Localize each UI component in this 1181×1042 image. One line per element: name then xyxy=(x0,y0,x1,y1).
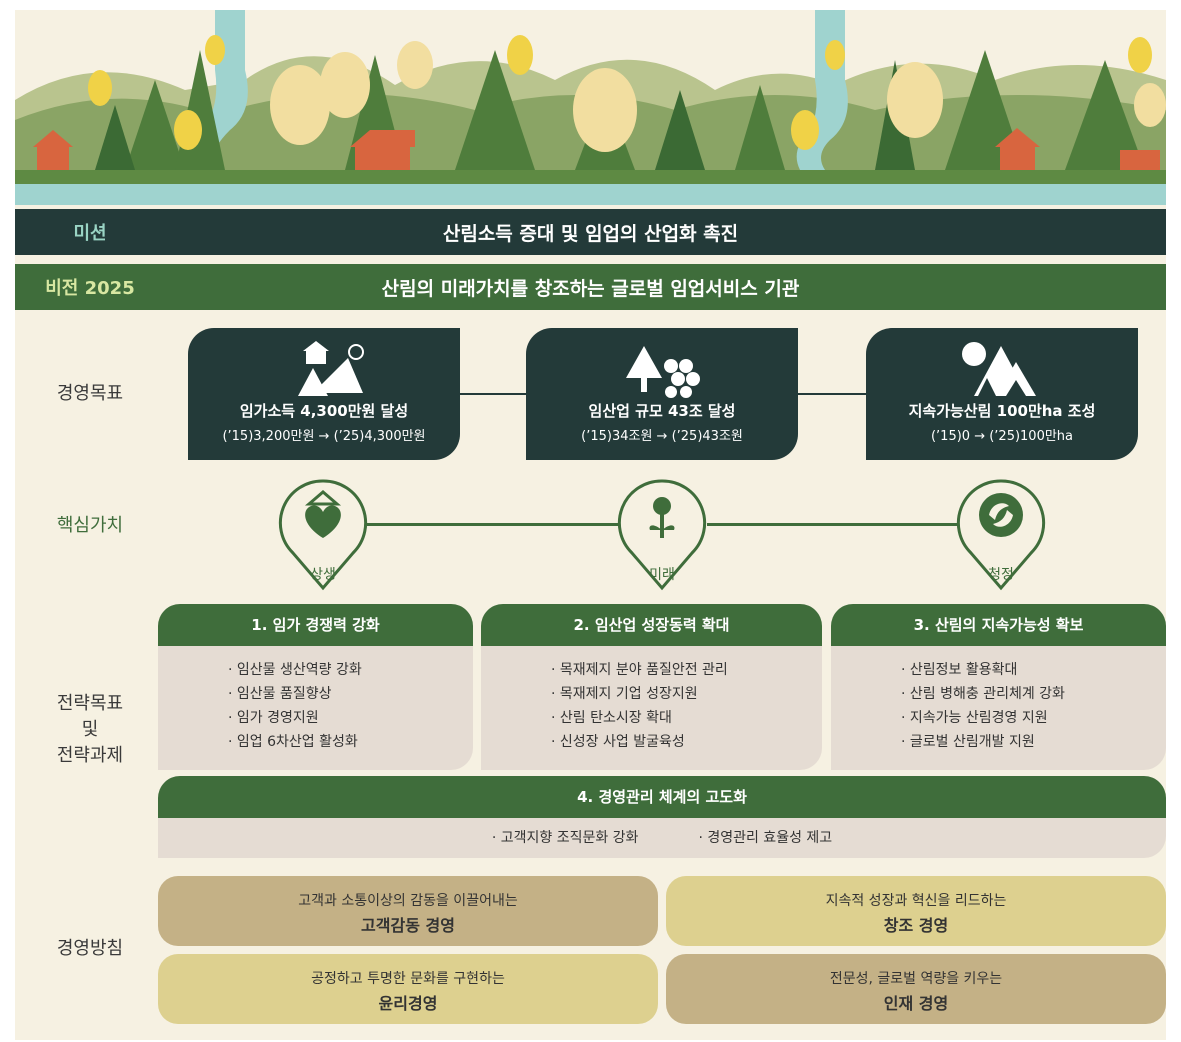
core-value-clean-label: 청정 xyxy=(988,567,1014,583)
core-value-connector-2 xyxy=(707,523,967,526)
strategy-1-item: · 임업 6차산업 활성화 xyxy=(228,734,358,750)
row-label-core-values: 핵심가치 xyxy=(56,515,124,536)
strategy-card-4: 4. 경영관리 체계의 고도화 · 고객지향 조직문화 강화 · 경영관리 효율… xyxy=(158,776,1166,858)
mission-bar: 미션 산림소득 증대 및 임업의 산업화 촉진 xyxy=(15,209,1166,255)
core-value-connector-1 xyxy=(367,523,627,526)
policy-talent-title: 인재 경영 xyxy=(883,994,949,1013)
vision-text: 산림의 미래가치를 창조하는 글로벌 임업서비스 기관 xyxy=(381,277,800,300)
core-value-coexistence: 상생 xyxy=(273,478,373,593)
goal-industry-title: 임산업 규모 43조 달성 xyxy=(588,402,736,420)
strategy-2-item: · 산림 탄소시장 확대 xyxy=(551,710,672,726)
strategy-2-item: · 목재제지 분야 품질안전 관리 xyxy=(551,662,728,678)
goal-industry-sub: (’15)34조원 → (’25)43조원 xyxy=(581,429,743,444)
strategy-4-title: 4. 경영관리 체계의 고도화 xyxy=(158,776,1166,818)
strategy-4-item: · 고객지향 조직문화 강화 xyxy=(491,830,639,846)
strategy-2-item: · 목재제지 기업 성장지원 xyxy=(551,686,698,702)
vision-label: 비전 2025 xyxy=(45,278,135,299)
strategy-2-body: · 목재제지 분야 품질안전 관리 · 목재제지 기업 성장지원 · 산림 탄소… xyxy=(481,646,822,770)
strategy-card-1: 1. 임가 경쟁력 강화 · 임산물 생산역량 강화 · 임산물 품질향상 · … xyxy=(158,604,473,770)
mission-label: 미션 xyxy=(73,223,107,244)
goal-connector-2 xyxy=(790,393,870,395)
row-label-policy: 경영방침 xyxy=(56,938,124,959)
strategy-2-title: 2. 임산업 성장동력 확대 xyxy=(481,604,822,646)
forest-landscape-illustration xyxy=(15,10,1166,205)
policy-ethics-title: 윤리경영 xyxy=(378,994,438,1013)
strategy-4-body: · 고객지향 조직문화 강화 · 경영관리 효율성 제고 xyxy=(158,818,1166,858)
core-value-coexistence-label: 상생 xyxy=(310,567,336,583)
policy-customer-desc: 고객과 소통이상의 감동을 이끌어내는 xyxy=(298,893,518,909)
row-label-strategy-line1: 전략목표 xyxy=(56,693,124,714)
heart-house-icon xyxy=(278,479,368,591)
policy-ethics-desc: 공정하고 투명한 문화를 구현하는 xyxy=(311,971,505,987)
strategy-3-title: 3. 산림의 지속가능성 확보 xyxy=(831,604,1166,646)
strategy-3-item: · 지속가능 산림경영 지원 xyxy=(901,710,1048,726)
policy-talent: 전문성, 글로벌 역량을 키우는 인재 경영 xyxy=(666,954,1166,1024)
policy-talent-desc: 전문성, 글로벌 역량을 키우는 xyxy=(829,971,1003,987)
mission-text: 산림소득 증대 및 임업의 산업화 촉진 xyxy=(442,222,739,245)
strategy-4-item: · 경영관리 효율성 제고 xyxy=(698,830,833,846)
row-label-strategy: 전략목표 및 전략과제 xyxy=(15,691,165,769)
policy-customer: 고객과 소통이상의 감동을 이끌어내는 고객감동 경영 xyxy=(158,876,658,946)
policy-creative-title: 창조 경영 xyxy=(883,916,949,935)
leaf-cycle-icon xyxy=(956,479,1046,591)
strategy-3-item: · 산림정보 활용확대 xyxy=(901,662,1018,678)
strategy-2-item: · 신성장 사업 발굴육성 xyxy=(551,734,685,750)
goal-sustainable-sub: (’15)0 → (’25)100만ha xyxy=(930,429,1074,444)
goal-sustainable-title: 지속가능산림 100만ha 조성 xyxy=(908,402,1096,420)
strategy-1-item: · 임가 경영지원 xyxy=(228,710,319,726)
policy-customer-title: 고객감동 경영 xyxy=(361,916,455,935)
goal-card-income: 임가소득 4,300만원 달성 (’15)3,200만원 → (’25)4,30… xyxy=(188,328,460,460)
policy-creative: 지속적 성장과 혁신을 리드하는 창조 경영 xyxy=(666,876,1166,946)
strategy-1-body: · 임산물 생산역량 강화 · 임산물 품질향상 · 임가 경영지원 · 임업 … xyxy=(158,646,473,770)
lightbulb-sprout-icon xyxy=(617,479,707,591)
row-label-goals: 경영목표 xyxy=(56,383,124,404)
core-value-clean: 청정 xyxy=(951,478,1051,593)
row-label-strategy-line2: 및 xyxy=(81,719,99,740)
core-value-future: 미래 xyxy=(612,478,712,593)
strategy-card-2: 2. 임산업 성장동력 확대 · 목재제지 분야 품질안전 관리 · 목재제지 … xyxy=(481,604,822,770)
goal-card-industry: 임산업 규모 43조 달성 (’15)34조원 → (’25)43조원 xyxy=(526,328,798,460)
house-trees-icon xyxy=(298,341,364,396)
core-value-future-label: 미래 xyxy=(649,567,675,583)
strategy-1-item: · 임산물 생산역량 강화 xyxy=(228,662,362,678)
strategy-1-item: · 임산물 품질향상 xyxy=(228,686,332,702)
strategy-card-3: 3. 산림의 지속가능성 확보 · 산림정보 활용확대 · 산림 병해충 관리체… xyxy=(831,604,1166,770)
recycle-mountains-icon xyxy=(962,342,1036,396)
strategy-3-body: · 산림정보 활용확대 · 산림 병해충 관리체계 강화 · 지속가능 산림경영… xyxy=(831,646,1166,770)
row-label-strategy-line3: 전략과제 xyxy=(56,745,124,766)
strategy-1-title: 1. 임가 경쟁력 강화 xyxy=(158,604,473,646)
policy-creative-desc: 지속적 성장과 혁신을 리드하는 xyxy=(825,893,1007,909)
diagram-canvas: 미션 산림소득 증대 및 임업의 산업화 촉진 비전 2025 산림의 미래가치… xyxy=(15,10,1166,1040)
strategy-3-item: · 글로벌 산림개발 지원 xyxy=(901,734,1035,750)
goal-income-sub: (’15)3,200만원 → (’25)4,300만원 xyxy=(222,429,426,444)
goal-income-title: 임가소득 4,300만원 달성 xyxy=(239,402,409,420)
strategy-3-item: · 산림 병해충 관리체계 강화 xyxy=(901,686,1065,702)
vision-bar: 비전 2025 산림의 미래가치를 창조하는 글로벌 임업서비스 기관 xyxy=(15,264,1166,310)
policy-ethics: 공정하고 투명한 문화를 구현하는 윤리경영 xyxy=(158,954,658,1024)
tree-logs-icon xyxy=(626,346,700,398)
goal-connector-1 xyxy=(455,393,535,395)
goal-card-sustainable: 지속가능산림 100만ha 조성 (’15)0 → (’25)100만ha xyxy=(866,328,1138,460)
